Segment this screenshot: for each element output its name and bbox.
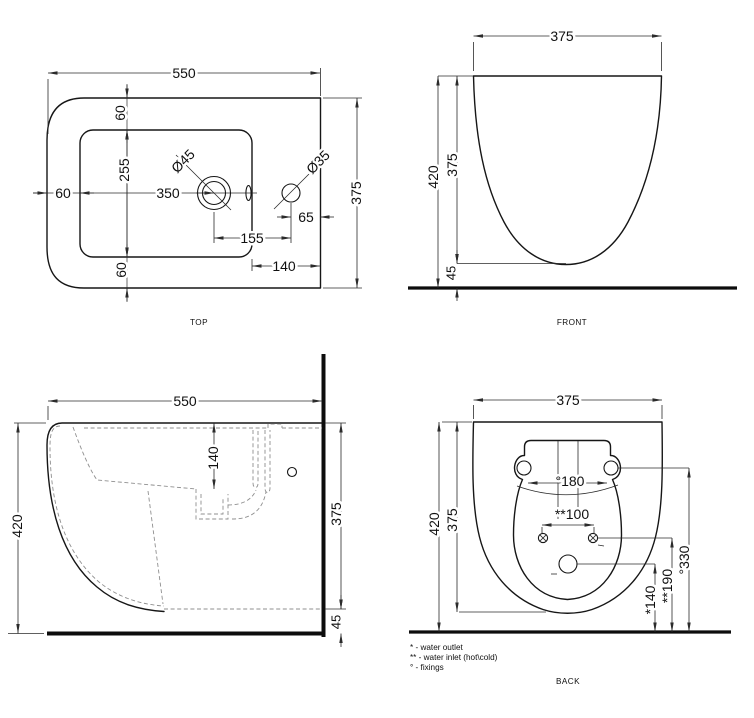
front-view-outline: [472, 75, 663, 266]
dim-top-rim-top: 60: [112, 105, 128, 121]
fixing-hole-right: [603, 460, 619, 476]
dim-front-body-height: 375: [444, 153, 460, 177]
dim-back-outlet-height: *140: [642, 585, 658, 614]
hidden-inlet-channel: [252, 430, 271, 493]
tap-hole: [281, 183, 301, 203]
back-inner-recess: [512, 439, 623, 601]
tap-hole-side: [286, 466, 298, 478]
basin-back-curve: [516, 484, 619, 496]
legend-water-outlet: * - water outlet: [410, 643, 464, 652]
dim-top-rim-bottom: 60: [113, 262, 129, 278]
back-view-outline: [472, 421, 664, 614]
overflow-slot: [245, 184, 252, 202]
water-outlet-hole: [558, 554, 578, 574]
hidden-trap: [195, 489, 229, 520]
dim-top-tap-to-wall: 65: [298, 209, 314, 225]
dim-front-floor-clearance: 45: [444, 266, 459, 280]
tap-leader-line: [273, 171, 312, 210]
front-view: 375 420 375 45 FRONT: [408, 25, 737, 327]
dim-drain-diameter: Ø45: [168, 146, 198, 176]
dim-top-rim-to-wall: 140: [272, 258, 296, 274]
dim-side-floor-clearance: 45: [329, 615, 344, 629]
dim-side-rim-to-basin: 140: [205, 446, 221, 470]
fixing-hole-left: [516, 460, 532, 476]
hidden-rim-underside: [84, 423, 322, 429]
dim-top-overall-width: 550: [172, 65, 196, 81]
hidden-basin-profile: [72, 426, 197, 490]
dim-side-depth: 550: [173, 393, 197, 409]
dim-front-width: 375: [550, 28, 574, 44]
drain-leader-line: [175, 154, 232, 211]
legend-water-inlet: ** - water inlet (hot\cold): [410, 653, 498, 662]
water-inlet-right: [587, 532, 599, 544]
top-view-rim-outline: [46, 97, 322, 289]
side-view: 550 420 140 375 45: [6, 354, 346, 647]
dim-side-overall-height: 420: [9, 514, 25, 538]
dim-tap-diameter: Ø35: [303, 147, 333, 177]
side-view-outline: [46, 422, 323, 613]
dim-back-overall-height: 420: [426, 512, 442, 536]
dim-top-drain-to-tap: 155: [240, 230, 264, 246]
dim-back-fixing-height: °330: [676, 545, 692, 574]
back-view: 375 420 375 °180 **100 °330 **190 *140 *…: [409, 389, 731, 686]
dim-back-body-height: 375: [444, 508, 460, 532]
dim-side-body-height: 375: [328, 502, 344, 526]
back-view-label: BACK: [556, 677, 580, 686]
legend-fixings: ° - fixings: [410, 663, 444, 672]
dim-top-overall-depth: 375: [348, 181, 364, 205]
dim-top-drain-position: 350: [156, 185, 180, 201]
top-view: 550 375 60 255 60 60 350 Ø45 Ø35 65: [33, 62, 366, 327]
inlet-tick: [597, 544, 605, 547]
dim-back-width: 375: [556, 392, 580, 408]
dim-top-rim-inner: 255: [116, 158, 132, 182]
front-view-label: FRONT: [557, 318, 587, 327]
hidden-shell-inner: [49, 425, 165, 607]
top-view-label: TOP: [190, 318, 208, 327]
dim-front-overall-height: 420: [425, 165, 441, 189]
water-inlet-left: [537, 532, 549, 544]
dim-back-inlet-centres: **100: [555, 506, 589, 522]
hidden-basin-back: [147, 490, 164, 605]
dim-top-front-offset: 60: [55, 185, 71, 201]
hidden-outlet-channel: [227, 489, 267, 520]
dim-back-inlet-height: **190: [659, 569, 675, 603]
dim-back-fixing-centres: °180: [556, 473, 585, 489]
